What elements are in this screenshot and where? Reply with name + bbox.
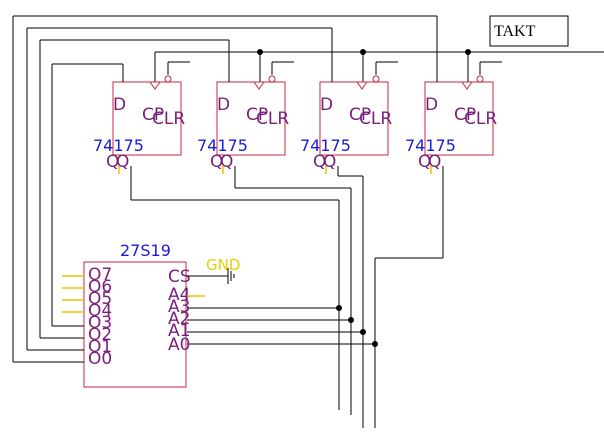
pin-clr: CLR [464,109,497,129]
register-pin-stubs [118,166,432,174]
prom-input-cs: CS [168,267,191,287]
takt-box [489,15,569,47]
prom-input-a2: A2 [168,309,190,329]
ground-label: GND [206,256,240,274]
prom-output-stubs [62,275,84,363]
register-chip: D CP CLR Q Q 74175 [300,75,392,172]
pin-q: Q [106,152,119,172]
chip-part-label: 74175 [300,136,351,155]
pin-d: D [113,95,126,115]
prom-chip: 27S19 O7 O6 O5 O4 O3 O2 O1 O0 CS A4 A3 A… [83,241,191,388]
junction-dot [360,329,366,335]
pin-clr: CLR [256,109,289,129]
pin-cp: CP [349,105,371,125]
pin-q-bar: Q [220,152,233,172]
pin-q: Q [418,152,431,172]
register-chip: D CP CLR Q Q 74175 [93,75,185,172]
junction-dot [465,49,471,55]
register-chip: D CP CLR Q Q 74175 [405,75,497,172]
junction-dot [372,341,378,347]
chip-part-label: 74175 [93,136,144,155]
pin-cp: CP [246,105,268,125]
pin-q-bar: Q [116,152,129,172]
pin-cp: CP [142,105,164,125]
prom-output-o4: O4 [88,301,112,321]
chip-part-label: 74175 [405,136,456,155]
chip-part-label: 74175 [197,136,248,155]
pin-clr: CLR [359,109,392,129]
prom-output-o2: O2 [88,325,112,345]
junction-dot [336,305,342,311]
prom-output-o6: O6 [88,277,112,297]
prom-input-a3: A3 [168,297,190,317]
takt-label: TAKT [494,23,536,40]
pin-d: D [320,95,333,115]
junction-dot [257,49,263,55]
prom-output-o1: O1 [88,337,112,357]
prom-output-o7: O7 [88,265,112,285]
junction-dot [360,49,366,55]
prom-output-o3: O3 [88,313,112,333]
address-wires [130,166,444,428]
clear-lines [167,61,502,75]
pin-d: D [217,95,230,115]
junction-dot [348,317,354,323]
pin-q: Q [210,152,223,172]
register-chip: D CP CLR Q Q 74175 [197,75,289,172]
prom-input-a4: A4 [168,285,190,305]
prom-output-o5: O5 [88,289,112,309]
pin-q-bar: Q [428,152,441,172]
pin-q: Q [313,152,326,172]
prom-input-a0: A0 [168,335,190,355]
pin-q-bar: Q [323,152,336,172]
pin-clr: CLR [152,109,185,129]
prom-output-o0: O0 [88,349,112,369]
ground-symbol: GND [187,256,240,284]
pin-cp: CP [454,105,476,125]
prom-input-a1: A1 [168,321,190,341]
prom-part-label: 27S19 [120,241,171,260]
pin-d: D [425,95,438,115]
feedback-wires [12,15,438,363]
clock-taps [154,49,471,82]
